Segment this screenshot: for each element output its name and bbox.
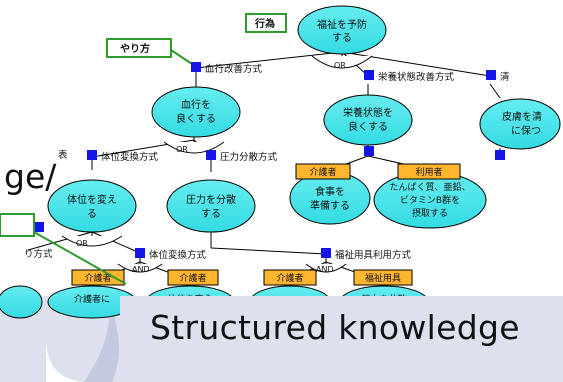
- node-skin: [479, 98, 561, 150]
- role-caregiver-1: 介護者: [309, 166, 336, 178]
- node-pressure-l2: する: [201, 208, 221, 220]
- url-fragment: ge/: [4, 157, 57, 196]
- node-protein-l2: ビタミンB群を: [400, 194, 460, 206]
- method-welfare: 福祉用具利用方式: [335, 249, 412, 261]
- method-box: [106, 38, 172, 58]
- role-welfare-tool: 福祉用具: [365, 272, 401, 284]
- method-pressure: 圧力分散方式: [220, 151, 278, 163]
- node-position-l2: る: [87, 208, 97, 220]
- method-box-label: やり方: [120, 42, 150, 55]
- role-caregiver-3: 介護者: [179, 272, 206, 284]
- node-meal-l2: 準備する: [310, 199, 350, 212]
- method-position-2: 体位変換方式: [149, 249, 207, 261]
- node-blood-l1: 血行を: [181, 98, 211, 111]
- node-pressure: [166, 179, 256, 233]
- node-skin-l1: 皮膚を清: [502, 110, 542, 123]
- node-position-l1: 体位を変え: [67, 193, 117, 206]
- and-label-left: AND: [132, 265, 150, 274]
- node-blood-l2: 良くする: [176, 112, 216, 125]
- node-nutrition-l1: 栄養状態を: [343, 106, 393, 119]
- role-user: 利用者: [415, 166, 442, 178]
- method-right-cut: 清: [500, 71, 510, 83]
- role-caregiver-2: 介護者: [84, 272, 111, 284]
- slide-caption: Structured knowledge: [150, 308, 520, 347]
- node-blood: [151, 86, 241, 138]
- bottom-node-1: 介護者に: [74, 293, 110, 305]
- method-position: 体位変換方式: [101, 151, 159, 163]
- left-fragment-label: 表: [58, 149, 68, 161]
- action-box: [245, 13, 287, 33]
- node-protein-l1: たんぱく質、亜鉛、: [389, 181, 470, 193]
- node-nutrition: [323, 94, 413, 146]
- node-nutrition-l2: 良くする: [348, 120, 388, 133]
- and-label-right: AND: [316, 265, 334, 274]
- caption-band: [120, 296, 563, 382]
- goal-line1: 福祉を予防: [317, 18, 367, 31]
- node-position: [47, 179, 137, 233]
- method-nutrition: 栄養状態改善方式: [378, 71, 455, 83]
- or-label-top: OR: [334, 61, 346, 70]
- node-meal-l1: 食事を: [315, 185, 345, 198]
- node-meal: [289, 171, 371, 225]
- goal-line2: する: [332, 32, 352, 44]
- or-label-mid: OR: [176, 145, 188, 154]
- method-left-cut: り方式: [24, 248, 53, 260]
- or-label-left: OR: [76, 239, 88, 248]
- action-box-label: 行為: [254, 17, 275, 30]
- method-blood: 血行改善方式: [205, 63, 263, 75]
- goal-node: [297, 5, 387, 55]
- node-skin-l2: に保つ: [511, 124, 541, 137]
- role-caregiver-4: 介護者: [276, 272, 303, 284]
- node-protein-l3: 摂取する: [412, 207, 448, 219]
- node-pressure-l1: 圧力を分散: [186, 193, 236, 206]
